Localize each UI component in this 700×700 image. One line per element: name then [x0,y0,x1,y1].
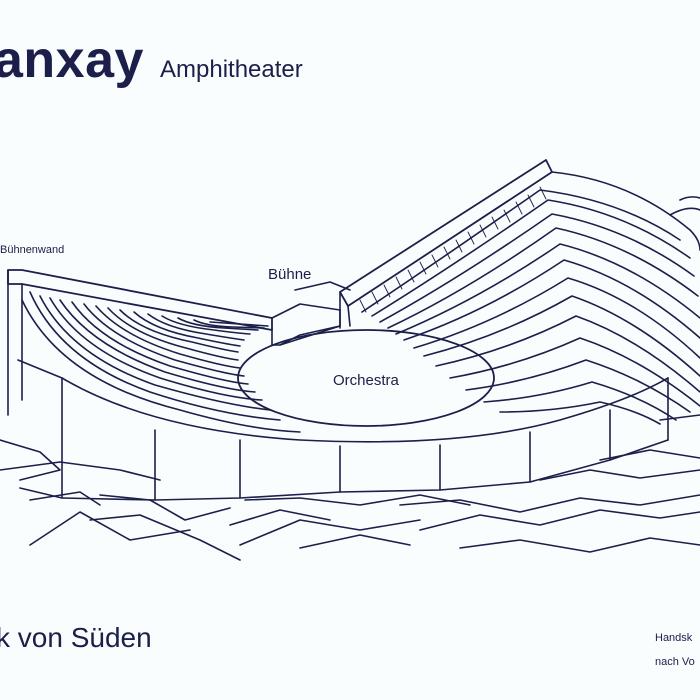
stage-wall-label: Bühnenwand [0,244,65,256]
right-cavea [339,159,700,425]
note-line-2: nach Vo [655,656,695,668]
view-caption: k von Süden [0,622,152,653]
left-cavea [7,269,301,433]
retaining-wall [17,359,669,501]
stage-label: Bühne [268,266,312,283]
note-line-1: Handsk [655,632,693,644]
page-subtitle: Amphitheater [160,56,303,83]
page-title: anxay [0,31,144,89]
stage [271,303,341,346]
orchestra-ellipse [237,329,495,427]
terrain-lines [0,196,700,561]
orchestra-label: Orchestra [333,372,399,389]
